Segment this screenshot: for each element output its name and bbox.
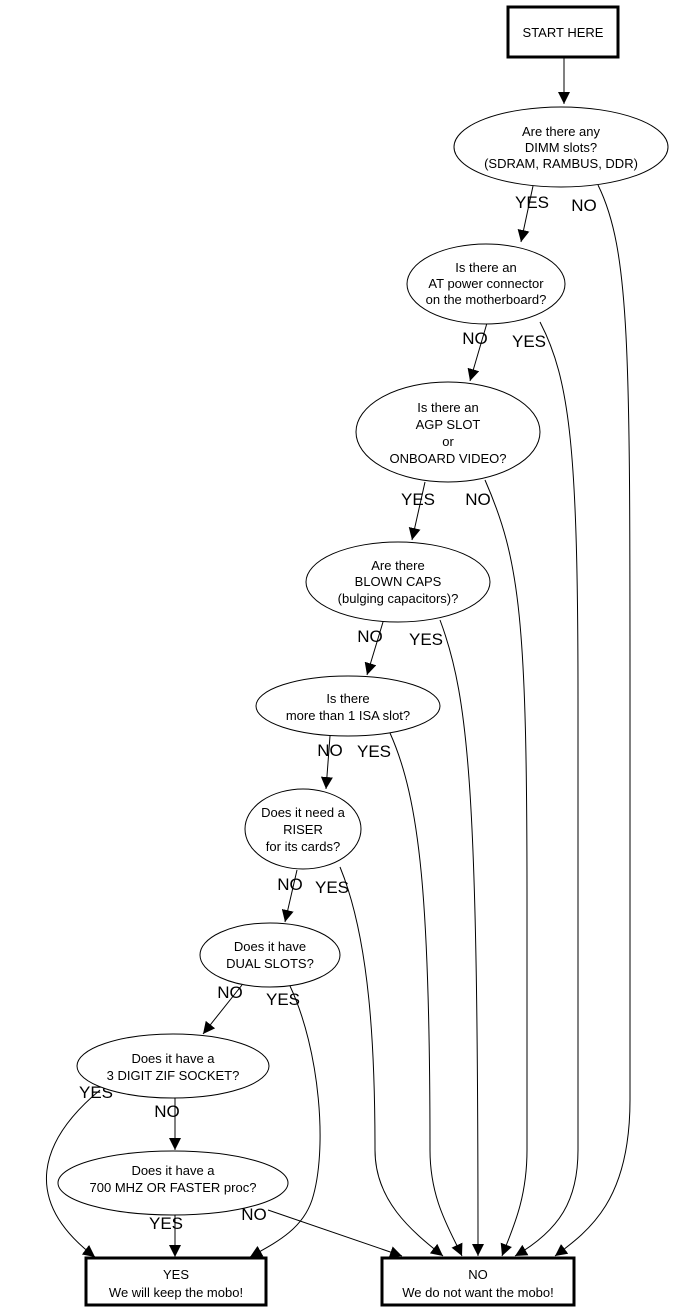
edge-dual-yes	[249, 985, 321, 1258]
edge-riser-yes	[339, 866, 444, 1257]
node-start-text: START HERE	[523, 25, 604, 40]
edge-agp-no	[484, 479, 528, 1257]
node-text-line: (bulging capacitors)?	[338, 591, 459, 606]
label-dimm-yes: YES	[515, 193, 549, 212]
node-text-line: Is there	[326, 691, 369, 706]
node-zif: Does it have a 3 DIGIT ZIF SOCKET?	[76, 1033, 270, 1099]
node-text-line: ONBOARD VIDEO?	[389, 451, 506, 466]
node-text-line: We will keep the mobo!	[109, 1285, 243, 1300]
edge-zif-yes	[46, 1089, 101, 1258]
edge-isa-yes	[389, 732, 463, 1257]
node-text-line: We do not want the mobo!	[402, 1285, 554, 1300]
edge-mhz-no	[267, 1209, 403, 1258]
node-text-line: Does it have	[234, 939, 306, 954]
edge-agp-yes	[408, 481, 426, 541]
label-dual-no: NO	[217, 983, 243, 1002]
node-text-line: Does it have a	[131, 1051, 215, 1066]
node-text-line: Are there any	[522, 124, 601, 139]
label-agp-no: NO	[465, 490, 491, 509]
edge-labels: YES NO NO YES YES NO NO YES NO YES NO YE…	[79, 193, 597, 1233]
label-isa-yes: YES	[357, 742, 391, 761]
edge-caps-no	[364, 621, 384, 676]
label-at-yes: YES	[512, 332, 546, 351]
edge-riser-no	[281, 869, 298, 923]
node-text-line: Are there	[371, 558, 424, 573]
node-keep: YES We will keep the mobo!	[84, 1256, 268, 1307]
node-start: START HERE	[506, 5, 620, 59]
edge-caps-yes	[439, 619, 484, 1257]
edge-at-yes	[514, 321, 579, 1257]
node-text-line: 700 MHZ OR FASTER proc?	[90, 1180, 257, 1195]
edge-at-no	[467, 322, 488, 382]
edges	[46, 57, 631, 1258]
label-mhz-yes: YES	[149, 1214, 183, 1233]
label-caps-yes: YES	[409, 630, 443, 649]
node-text-line: or	[442, 434, 454, 449]
node-text-line: RISER	[283, 822, 323, 837]
label-isa-no: NO	[317, 741, 343, 760]
node-text-line: AGP SLOT	[416, 417, 481, 432]
node-text-line: more than 1 ISA slot?	[286, 708, 410, 723]
label-caps-no: NO	[357, 627, 383, 646]
label-zif-no: NO	[154, 1102, 180, 1121]
label-dual-yes: YES	[266, 990, 300, 1009]
node-text-line: 3 DIGIT ZIF SOCKET?	[107, 1068, 240, 1083]
node-text-line: Does it need a	[261, 805, 346, 820]
edge-dimm-no	[554, 184, 631, 1257]
node-caps: Are there BLOWN CAPS (bulging capacitors…	[305, 541, 491, 623]
node-at: Is there an AT power connector on the mo…	[406, 243, 566, 325]
label-riser-no: NO	[277, 875, 303, 894]
label-mhz-no: NO	[241, 1205, 267, 1224]
node-text-line: Is there an	[417, 400, 478, 415]
node-text-line: Is there an	[455, 260, 516, 275]
label-at-no: NO	[462, 329, 488, 348]
node-reject: NO We do not want the mobo!	[380, 1256, 576, 1307]
edge-isa-no	[320, 735, 333, 790]
node-text-line: (SDRAM, RAMBUS, DDR)	[484, 156, 638, 171]
node-mhz: Does it have a 700 MHZ OR FASTER proc?	[57, 1150, 289, 1216]
edge-dual-no	[202, 984, 243, 1035]
node-text-line: for its cards?	[266, 839, 340, 854]
label-dimm-no: NO	[571, 196, 597, 215]
node-text-line: BLOWN CAPS	[355, 574, 442, 589]
node-dual: Does it have DUAL SLOTS?	[199, 922, 341, 988]
node-text-line: DUAL SLOTS?	[226, 956, 314, 971]
node-text-line: AT power connector	[428, 276, 544, 291]
node-text-line: NO	[468, 1267, 488, 1282]
edge-dimm-yes	[517, 185, 534, 243]
node-dimm: Are there any DIMM slots? (SDRAM, RAMBUS…	[453, 106, 669, 188]
label-riser-yes: YES	[315, 878, 349, 897]
node-text-line: on the motherboard?	[426, 292, 547, 307]
node-agp: Is there an AGP SLOT or ONBOARD VIDEO?	[355, 381, 541, 483]
node-text-line: DIMM slots?	[525, 140, 597, 155]
node-riser: Does it need a RISER for its cards?	[244, 788, 362, 870]
node-text-line: Does it have a	[131, 1163, 215, 1178]
node-isa: Is there more than 1 ISA slot?	[255, 675, 441, 737]
label-agp-yes: YES	[401, 490, 435, 509]
node-text-line: YES	[163, 1267, 189, 1282]
